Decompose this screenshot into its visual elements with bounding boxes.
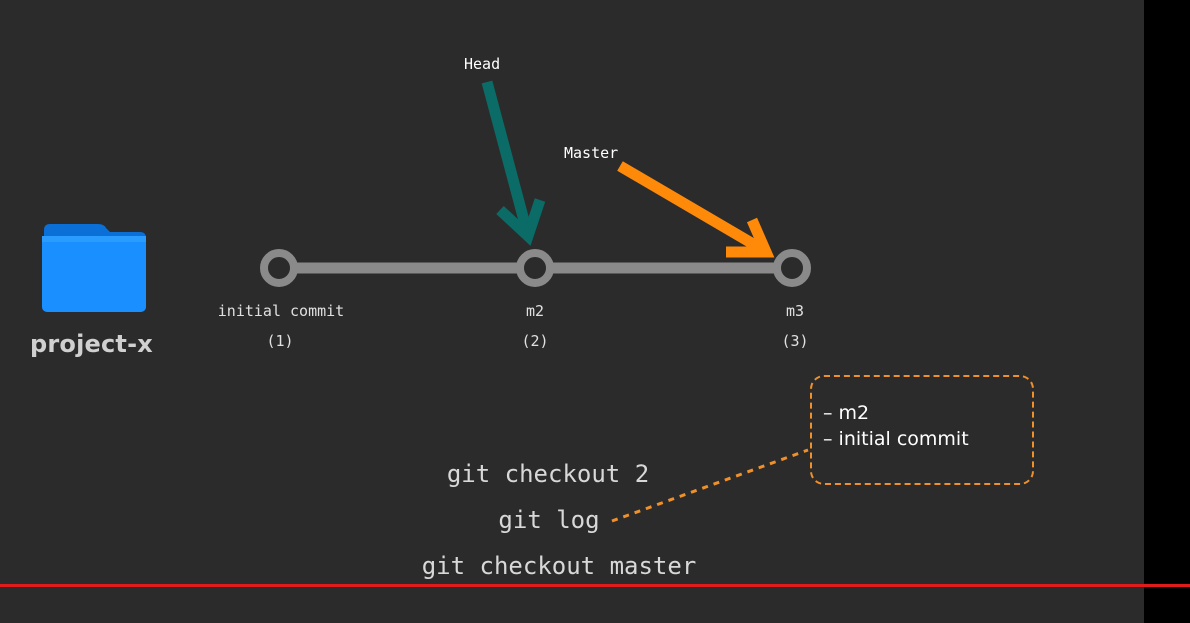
slide-canvas: project-x Head Master initial commit (1)… xyxy=(0,0,1144,623)
log-output-box xyxy=(810,375,1034,485)
command-checkout-2: git checkout 2 xyxy=(446,460,650,488)
folder-icon xyxy=(42,224,146,312)
git-diagram xyxy=(42,80,811,523)
right-letterbox xyxy=(1144,0,1190,623)
commit-node-m2 xyxy=(516,249,554,287)
log-connector xyxy=(611,448,809,523)
head-arrow xyxy=(481,80,546,246)
project-name: project-x xyxy=(30,330,153,358)
commit-label-m3: m3 xyxy=(785,302,805,320)
commit-number-initial: (1) xyxy=(266,332,294,350)
commit-node-m3 xyxy=(773,249,811,287)
video-progress-bar[interactable] xyxy=(0,584,1190,587)
commit-number-m3: (3) xyxy=(781,332,809,350)
commit-number-m2: (2) xyxy=(521,332,549,350)
master-label: Master xyxy=(564,144,619,162)
head-label: Head xyxy=(464,55,501,73)
log-line-m2: – m2 xyxy=(823,402,870,424)
master-arrow xyxy=(617,161,775,258)
command-checkout-master: git checkout master xyxy=(421,552,697,580)
commit-label-m2: m2 xyxy=(525,302,545,320)
commit-node-initial xyxy=(260,249,298,287)
commit-label-initial: initial commit xyxy=(217,302,345,320)
command-git-log: git log xyxy=(498,506,600,534)
log-line-initial-commit: – initial commit xyxy=(823,428,969,450)
